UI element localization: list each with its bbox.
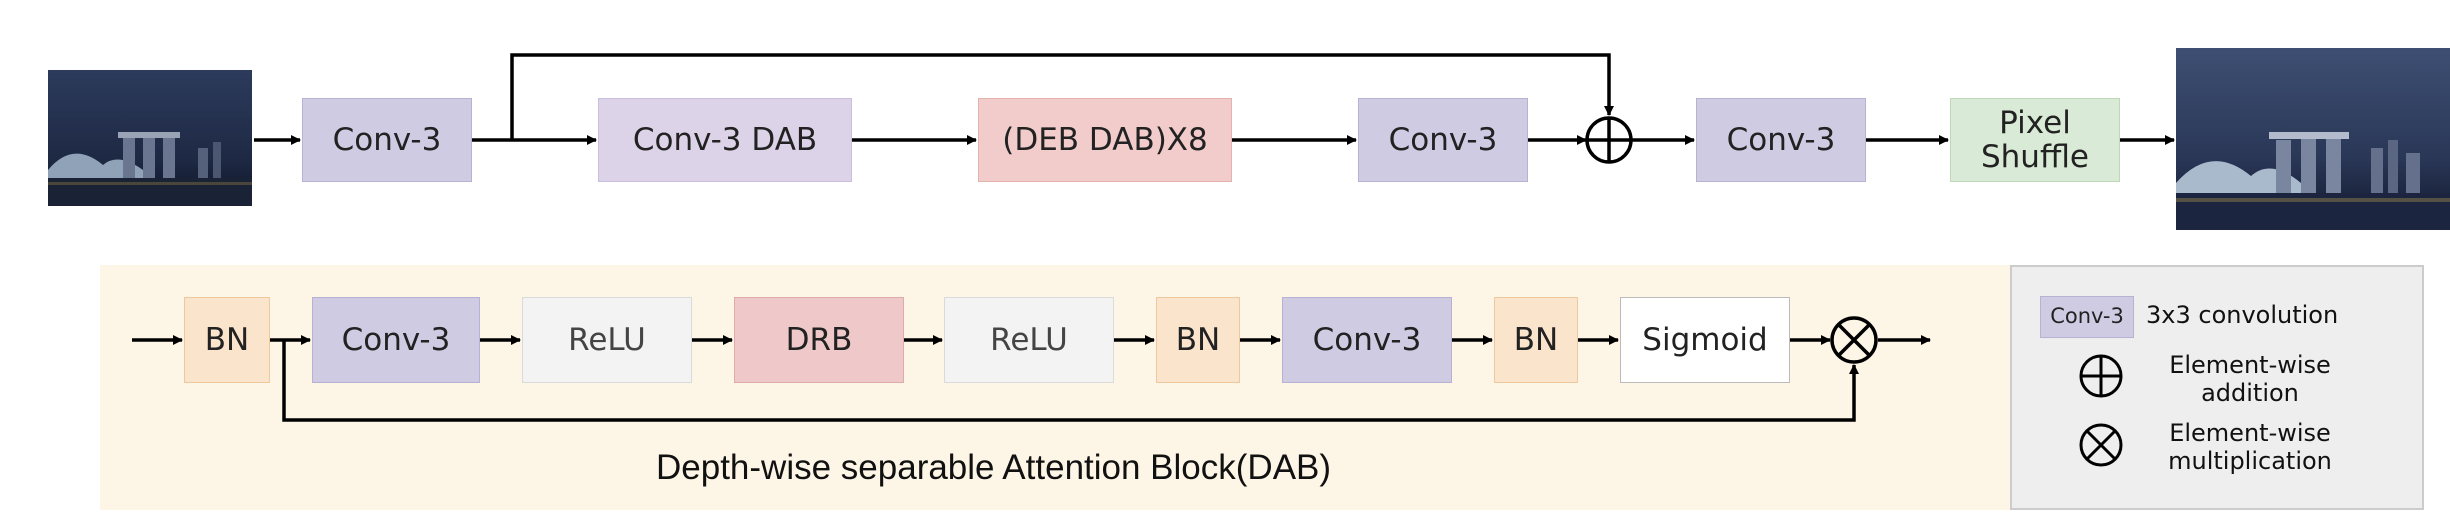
- legend-multiplication-line2: multiplication: [2168, 446, 2332, 475]
- drb-block: DRB: [734, 297, 904, 383]
- skip-connection-dab: [282, 340, 1859, 422]
- conv-3-label: Conv-3: [1388, 121, 1498, 158]
- conv-3-label: Conv-3: [332, 121, 442, 158]
- input-image: [48, 70, 252, 206]
- conv-3-dab-label: Conv-3 DAB: [632, 121, 818, 158]
- conv-3-block-dab-2: Conv-3: [1282, 297, 1452, 383]
- output-image: [2176, 48, 2450, 230]
- relu-label: ReLU: [568, 321, 646, 358]
- legend-addition-icon: [2079, 354, 2123, 398]
- legend-addition-line1: Element-wise: [2169, 351, 2331, 379]
- conv-3-block-b: Conv-3: [1358, 98, 1528, 182]
- conv-3-label: Conv-3: [1312, 321, 1422, 358]
- skip-connection-top: [510, 53, 1614, 140]
- legend-multiplication-icon: [2079, 423, 2123, 467]
- legend-addition-line2: addition: [2201, 378, 2299, 407]
- pixel-shuffle-label-line1: Pixel: [1999, 104, 2071, 141]
- drb-label: DRB: [785, 321, 853, 358]
- pixel-shuffle-label-line2: Shuffle: [1980, 139, 2089, 175]
- conv-3-block-c: Conv-3: [1696, 98, 1866, 182]
- conv-3-block-dab-1: Conv-3: [312, 297, 480, 383]
- relu-block-2: ReLU: [944, 297, 1114, 383]
- bn-label: BN: [1175, 321, 1221, 358]
- sigmoid-label: Sigmoid: [1642, 321, 1768, 358]
- legend-multiplication-text: Element-wise multiplication: [2140, 419, 2360, 475]
- pixel-shuffle-block: Pixel Shuffle: [1950, 98, 2120, 182]
- relu-label: ReLU: [990, 321, 1068, 358]
- dab-caption: Depth-wise separable Attention Block(DAB…: [656, 448, 1332, 487]
- deb-dab-x8-block: (DEB DAB)X8: [978, 98, 1232, 182]
- conv-3-block-a: Conv-3: [302, 98, 472, 182]
- sigmoid-block: Sigmoid: [1620, 297, 1790, 383]
- conv-3-label: Conv-3: [1726, 121, 1836, 158]
- relu-block-1: ReLU: [522, 297, 692, 383]
- element-wise-multiplication-icon: [1830, 316, 1878, 364]
- element-wise-addition-icon: [1585, 116, 1633, 164]
- bn-block-3: BN: [1494, 297, 1578, 383]
- bn-label: BN: [1513, 321, 1559, 358]
- deb-dab-x8-label: (DEB DAB)X8: [1002, 121, 1208, 158]
- legend-addition-text: Element-wise addition: [2140, 351, 2360, 407]
- bn-block-1: BN: [184, 297, 270, 383]
- bn-label: BN: [204, 321, 250, 358]
- conv-3-dab-block: Conv-3 DAB: [598, 98, 852, 182]
- legend-multiplication-line1: Element-wise: [2169, 419, 2331, 447]
- conv-3-label: Conv-3: [341, 321, 451, 358]
- legend-conv-swatch-label: Conv-3: [2050, 304, 2124, 329]
- legend-conv-swatch: Conv-3: [2040, 296, 2134, 338]
- legend-conv-description: 3x3 convolution: [2146, 301, 2339, 329]
- bn-block-2: BN: [1156, 297, 1240, 383]
